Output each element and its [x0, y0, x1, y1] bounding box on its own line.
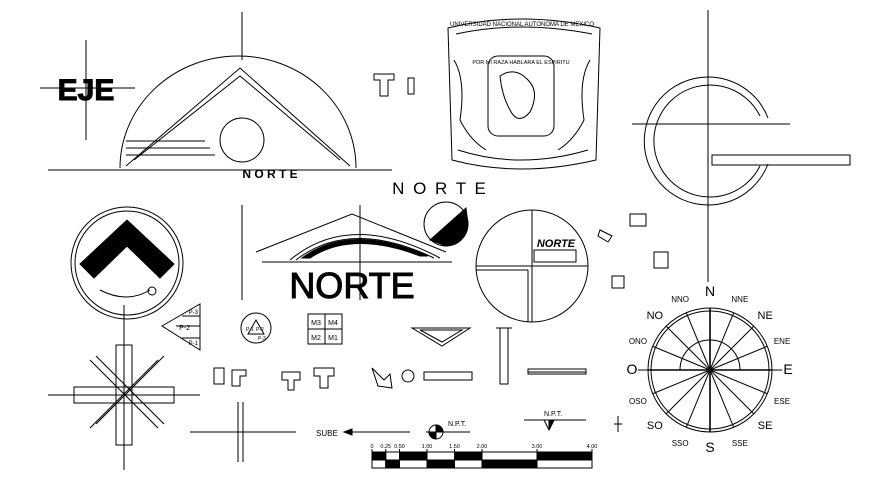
- scale-bar-tick-label: 1.50: [449, 444, 460, 450]
- compass-direction-label: N: [705, 283, 715, 299]
- scale-bar-tick-label: 2.00: [477, 444, 488, 450]
- scale-bar-tick-label: 0.50: [394, 444, 405, 450]
- compass-direction-label: S: [705, 439, 714, 455]
- compass-ray: [709, 369, 735, 428]
- grid-tag-m2: M2: [311, 335, 321, 342]
- compass-ray: [709, 345, 768, 371]
- scale-bar-tick-label: 3.00: [532, 444, 543, 450]
- norte-circle-symbol: NORTE: [475, 209, 589, 323]
- scale-bar-segment: [454, 451, 483, 461]
- compass-direction-label: ESE: [774, 397, 790, 406]
- scale-bar-segment: [536, 451, 593, 461]
- arch-north-symbol: NORTE: [255, 213, 452, 307]
- triangle-p-tag: P-3 P-2 P-1: [161, 303, 201, 351]
- compass-direction-label: NNO: [671, 295, 689, 304]
- scale-bar-tick-label: 0.25: [380, 444, 391, 450]
- compass-ray: [652, 369, 711, 395]
- circle-tag-1: P-1: [246, 327, 254, 333]
- npt-label-1: N.P.T.: [448, 421, 466, 428]
- circular-g-symbol: [632, 10, 851, 282]
- scale-bar-segment: [399, 451, 428, 461]
- npt-label-2: N.P.T.: [544, 411, 562, 418]
- compass-direction-label: NNE: [731, 295, 748, 304]
- compass-direction-label: O: [627, 361, 638, 377]
- compass-ray: [685, 369, 711, 428]
- university-seal: UNIVERSIDAD NACIONAL AUTONOMA DE MEXICO …: [447, 18, 601, 170]
- compass-direction-label: ENE: [774, 337, 790, 346]
- scale-bar-segment: [426, 459, 455, 469]
- column-pieces: [496, 327, 587, 385]
- eje-label: EJE: [58, 74, 115, 107]
- scale-bar-tick-label: 4.00: [587, 444, 598, 450]
- sun-icon: [147, 286, 157, 296]
- compass-ray: [665, 369, 711, 415]
- compass-ray: [709, 312, 735, 371]
- compass-direction-label: SO: [647, 420, 663, 432]
- grid-tag-m4: M4: [328, 320, 338, 327]
- chevron-north-circle: [70, 206, 184, 320]
- compass-rose: N NNE NE ENE E ESE SE SSE S SSO SO OSO O ONO NO NNO: [627, 283, 793, 455]
- scale-bar-tick-label: 0: [370, 444, 373, 450]
- compass-ray: [652, 345, 711, 371]
- cross-lines-bottom: [190, 402, 296, 462]
- compass-direction-label: SSO: [672, 439, 689, 448]
- sube-label: SUBE: [316, 429, 338, 438]
- grid-tag-m3: M3: [311, 320, 321, 327]
- sube-arrow: SUBE: [316, 428, 410, 438]
- compass-direction-label: OSO: [629, 397, 647, 406]
- compass-direction-label: ONO: [629, 337, 647, 346]
- asterisk-symbol: [48, 305, 200, 470]
- seal-ring-text: UNIVERSIDAD NACIONAL AUTONOMA DE MEXICO: [450, 22, 594, 28]
- compass-direction-label: E: [783, 361, 792, 377]
- triangle-tag-1: P-3: [189, 310, 199, 316]
- npt-marker-triangle: N.P.T.: [524, 411, 622, 432]
- triangle-tag-2: P-2: [179, 325, 190, 332]
- split-circle-symbol: [423, 201, 469, 247]
- circle-tag-3: P-3: [258, 336, 266, 342]
- pipe-fittings-top: [373, 73, 669, 289]
- compass-direction-label: NO: [647, 310, 664, 322]
- eje-axis-symbol: EJE: [40, 40, 135, 140]
- compass-direction-label: SSE: [732, 439, 748, 448]
- circle-tag-2: P-2: [256, 327, 264, 333]
- triangle-tag-3: P-1: [189, 341, 199, 347]
- compass-ray: [709, 325, 755, 371]
- scale-bar-tick-label: 1.00: [422, 444, 433, 450]
- seal-motto-text: POR MI RAZA HABLARA EL ESPIRITU: [472, 60, 569, 66]
- norte-spaced-label: N O R T E: [392, 179, 488, 198]
- north-semicircle-symbol: N O R T E: [48, 12, 392, 181]
- norte-small-label: N O R T E: [242, 167, 297, 181]
- pipe-fittings-row: [213, 367, 473, 391]
- compass-ray: [685, 312, 711, 371]
- m-grid-tag: M3 M4 M2 M1: [307, 313, 343, 345]
- norte-large-label: NORTE: [289, 265, 414, 306]
- norte-italic-label: NORTE: [537, 238, 576, 250]
- compass-ray: [665, 325, 711, 371]
- v-marker: [410, 327, 472, 347]
- scale-bar-segment: [371, 451, 387, 461]
- compass-ray: [709, 369, 755, 415]
- circle-p-tag: P-1 P-2 P-3: [240, 312, 272, 344]
- grid-tag-m1: M1: [328, 335, 338, 342]
- scale-bar-segment: [481, 459, 538, 469]
- compass-direction-label: SE: [758, 420, 773, 432]
- compass-ray: [709, 369, 768, 395]
- npt-marker-circle: N.P.T.: [426, 421, 470, 440]
- scale-bar-segment: [385, 459, 400, 469]
- compass-direction-label: NE: [758, 310, 773, 322]
